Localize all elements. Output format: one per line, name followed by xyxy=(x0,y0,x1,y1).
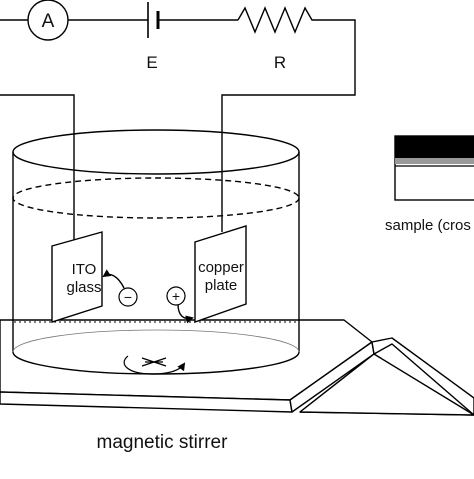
rotation-arrow xyxy=(123,355,186,375)
magnetic-stirrer-base xyxy=(0,319,474,416)
resistor-label: R xyxy=(274,53,286,72)
copper-plate-electrode: copper plate xyxy=(194,225,247,323)
ammeter-circle xyxy=(27,0,69,41)
resistor-zigzag xyxy=(237,6,318,34)
beaker-bottom-back xyxy=(12,329,300,353)
plus-sign: + xyxy=(172,288,180,304)
plus-ion-circle xyxy=(166,286,186,306)
copper-plate xyxy=(194,225,247,323)
wire-resistor-to-right xyxy=(221,19,356,232)
circuit-wires xyxy=(0,19,356,258)
copper-label-line1: copper xyxy=(198,259,244,276)
ion-migration: − + xyxy=(102,269,194,324)
ito-glass-plate xyxy=(51,231,103,323)
anion-arrow xyxy=(102,269,125,289)
wire-left-to-ito xyxy=(0,94,75,258)
ito-label-line2: glass xyxy=(66,279,101,296)
sample-gray-layer xyxy=(395,158,474,164)
sample-cross-section: sample (cros xyxy=(385,135,474,234)
liquid-surface xyxy=(12,177,300,219)
minus-sign: − xyxy=(124,289,132,305)
ito-glass-electrode: ITO glass xyxy=(51,231,103,323)
stirrer-ramp-panel xyxy=(299,353,474,416)
battery: E xyxy=(146,2,160,72)
resistor: R xyxy=(237,6,318,72)
minus-ion-circle xyxy=(118,287,138,307)
battery-label: E xyxy=(146,53,157,72)
stirrer-caption: magnetic stirrer xyxy=(97,432,229,453)
sample-dark-film xyxy=(395,136,474,158)
ammeter-label: A xyxy=(42,11,55,32)
stir-bar xyxy=(123,355,186,375)
sample-caption: sample (cros xyxy=(385,217,471,234)
ito-label-line1: ITO xyxy=(72,261,97,278)
cation-arrow xyxy=(177,303,194,324)
copper-label-line2: plate xyxy=(205,277,238,294)
beaker-rim xyxy=(12,129,300,175)
ammeter: A xyxy=(27,0,69,41)
